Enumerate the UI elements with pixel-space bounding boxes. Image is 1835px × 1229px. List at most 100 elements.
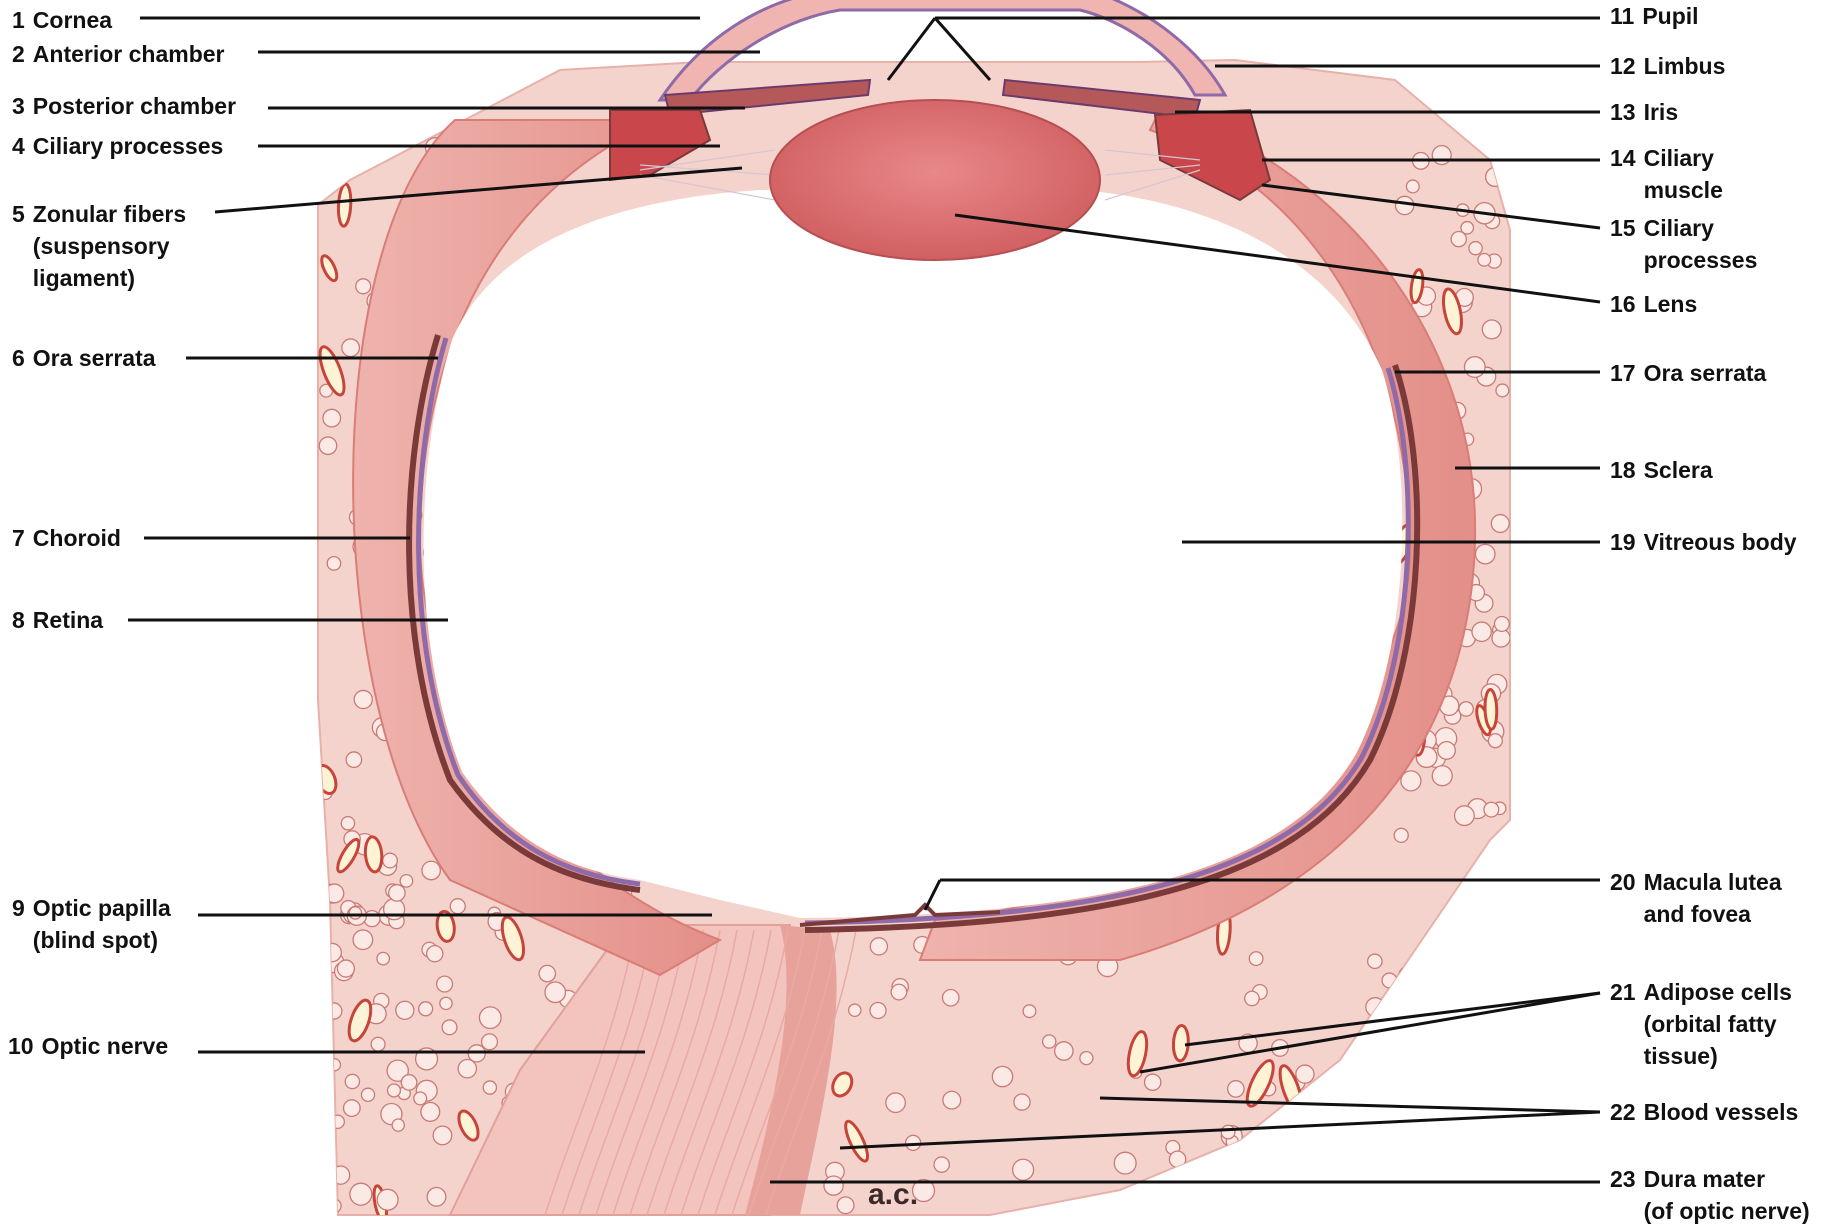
adipose-cell (437, 976, 453, 992)
adipose-cell (388, 1084, 401, 1097)
adipose-cell (1014, 1094, 1030, 1110)
vitreous-body (424, 190, 1403, 918)
label-optic-papilla: 9Optic papilla (blind spot) (12, 892, 171, 956)
artist-initials: a.c. (868, 1178, 918, 1212)
adipose-cell (318, 1116, 333, 1131)
adipose-cell (349, 907, 361, 919)
label-dura-mater: 23Dura mater (of optic nerve) (1610, 1163, 1810, 1227)
adipose-cell (545, 982, 566, 1003)
adipose-cell (1490, 134, 1503, 147)
adipose-cell (1475, 544, 1495, 564)
adipose-cell (886, 1093, 905, 1112)
adipose-cell (483, 1081, 496, 1094)
adipose-cell (450, 899, 465, 914)
adipose-cell (323, 409, 341, 427)
adipose-cell (1043, 1035, 1056, 1048)
adipose-cell (419, 1002, 433, 1016)
adipose-cell (345, 1074, 359, 1088)
adipose-cell (1394, 828, 1408, 842)
adipose-cell (1228, 1081, 1244, 1097)
adipose-cell (1245, 991, 1259, 1005)
label-retina: 8Retina (12, 604, 103, 636)
adipose-cell (384, 899, 405, 920)
adipose-cell (1023, 1005, 1036, 1018)
adipose-cell (433, 1126, 452, 1145)
adipose-cell (1281, 1145, 1293, 1157)
adipose-cell (327, 557, 341, 571)
adipose-cell (1438, 742, 1456, 760)
adipose-cell (1249, 952, 1263, 966)
adipose-cell (943, 990, 959, 1006)
adipose-cell (350, 1183, 372, 1205)
adipose-cell (341, 817, 354, 830)
blood-vessel (1173, 1025, 1190, 1061)
blood-vessel (337, 184, 351, 227)
adipose-cell (1469, 242, 1482, 255)
adipose-cell (1347, 1112, 1365, 1130)
label-macula-lutea: 20Macula lutea and fovea (1610, 866, 1782, 930)
adipose-cell (1491, 515, 1509, 533)
adipose-cell (401, 1075, 417, 1091)
adipose-cell (427, 1188, 446, 1207)
adipose-cell (383, 853, 398, 868)
blood-vessel (1484, 689, 1497, 729)
adipose-cell (371, 1037, 385, 1051)
adipose-cell (870, 938, 887, 955)
adipose-cell (344, 1100, 361, 1117)
adipose-cell (943, 1091, 961, 1109)
adipose-cell (1169, 1151, 1185, 1167)
adipose-cell (1484, 802, 1499, 817)
adipose-cell (1013, 1159, 1034, 1180)
adipose-cell (849, 1004, 861, 1016)
adipose-cell (1470, 934, 1483, 947)
lens (770, 100, 1100, 260)
adipose-cell (361, 1088, 374, 1101)
adipose-cell (414, 1092, 427, 1105)
adipose-cell (400, 875, 413, 888)
adipose-cell (1461, 222, 1474, 235)
adipose-cell (1055, 1042, 1073, 1060)
adipose-cell (1455, 806, 1475, 826)
adipose-cell (353, 930, 373, 950)
adipose-cell (1296, 1065, 1314, 1083)
adipose-cell (1494, 617, 1509, 632)
adipose-cell (389, 885, 405, 901)
adipose-cell (870, 1002, 886, 1018)
adipose-cell (992, 1066, 1012, 1086)
adipose-cell (1195, 1193, 1210, 1208)
adipose-cell (371, 113, 392, 134)
adipose-cell (482, 1034, 498, 1050)
adipose-cell (1488, 734, 1502, 748)
adipose-cell (327, 1199, 341, 1213)
adipose-cell (427, 946, 443, 962)
label-lens: 16Lens (1610, 288, 1697, 320)
adipose-cell (824, 1176, 843, 1195)
adipose-cell (377, 952, 389, 964)
adipose-cell (1472, 622, 1491, 641)
adipose-cell (354, 690, 372, 708)
adipose-cell (422, 861, 440, 879)
adipose-cell (331, 1166, 349, 1184)
adipose-cell (440, 997, 452, 1009)
label-blood-vessels: 22Blood vessels (1610, 1096, 1798, 1128)
adipose-cell (934, 1157, 949, 1172)
adipose-cell (1398, 1108, 1417, 1127)
adipose-cell (1471, 1075, 1484, 1088)
adipose-cell (1309, 1141, 1326, 1158)
adipose-cell (1283, 1131, 1302, 1150)
adipose-cell (1482, 320, 1501, 339)
adipose-cell (1080, 1052, 1093, 1065)
adipose-cell (377, 1189, 398, 1210)
adipose-cell (1432, 766, 1452, 786)
adipose-cell (331, 1115, 344, 1128)
adipose-cell (442, 1020, 457, 1035)
